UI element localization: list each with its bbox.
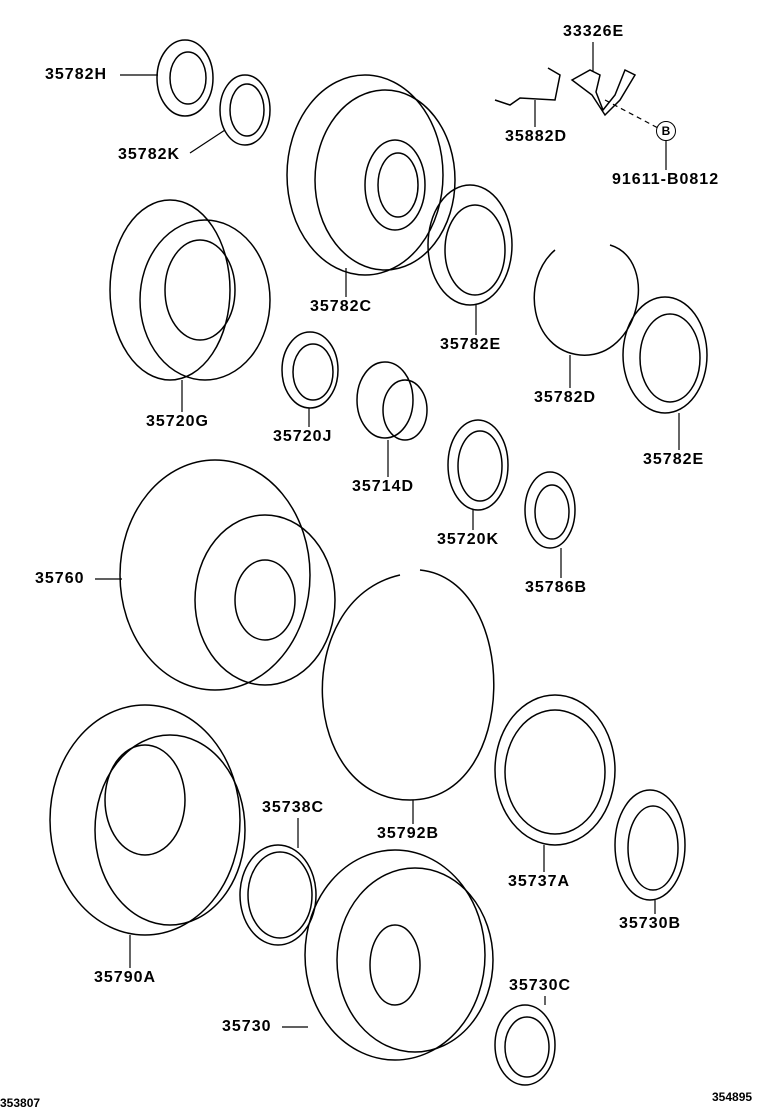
part-35738C <box>239 844 317 946</box>
footer-left-code: 353807 <box>0 1096 41 1110</box>
label-35882D: 35882D <box>505 128 568 145</box>
label-35782C: 35782C <box>310 298 373 315</box>
label-35737A: 35737A <box>508 873 571 890</box>
label-35786B: 35786B <box>525 579 588 596</box>
label-35782D: 35782D <box>534 389 597 406</box>
part-35882D <box>494 67 561 106</box>
part-35782C <box>286 74 456 276</box>
label-35760: 35760 <box>35 570 85 587</box>
label-35738C: 35738C <box>262 799 325 816</box>
label-35730: 35730 <box>222 1018 272 1035</box>
part-35782D <box>533 244 640 356</box>
label-35714D: 35714D <box>352 478 415 495</box>
label-35730B: 35730B <box>619 915 682 932</box>
part-35786B <box>524 471 576 549</box>
label-35782H: 35782H <box>45 66 108 83</box>
label-91611-B0812: 91611-B0812 <box>612 171 720 188</box>
part-35782H <box>156 39 214 117</box>
part-35737A <box>494 694 616 846</box>
footer-right-code: 354895 <box>712 1090 753 1104</box>
label-35782E-upper: 35782E <box>440 336 502 353</box>
label-35720G: 35720G <box>146 413 209 430</box>
part-35720K <box>447 419 509 511</box>
label-35782E-lower: 35782E <box>643 451 705 468</box>
label-33326E: 33326E <box>563 23 625 40</box>
label-35782K: 35782K <box>118 146 181 163</box>
part-35790A <box>49 704 246 936</box>
label-35792B: 35792B <box>377 825 440 842</box>
label-35720J: 35720J <box>273 428 333 445</box>
part-35720J <box>281 331 339 409</box>
label-35720K: 35720K <box>437 531 500 548</box>
label-35730C: 35730C <box>509 977 572 994</box>
part-33326E <box>570 68 637 117</box>
part-35782K <box>219 74 271 146</box>
part-35792B <box>321 569 495 801</box>
part-35730C <box>494 1004 556 1086</box>
part-35730 <box>304 849 494 1061</box>
part-35782E-upper <box>427 184 513 306</box>
leader-lines <box>95 42 680 1028</box>
label-35790A: 35790A <box>94 969 157 986</box>
part-35782E-lower <box>622 296 708 414</box>
part-35720G <box>109 199 271 381</box>
part-35714D <box>356 361 428 441</box>
part-35760 <box>119 459 336 691</box>
reference-b-marker: B <box>656 121 676 141</box>
part-35730B <box>614 789 686 901</box>
